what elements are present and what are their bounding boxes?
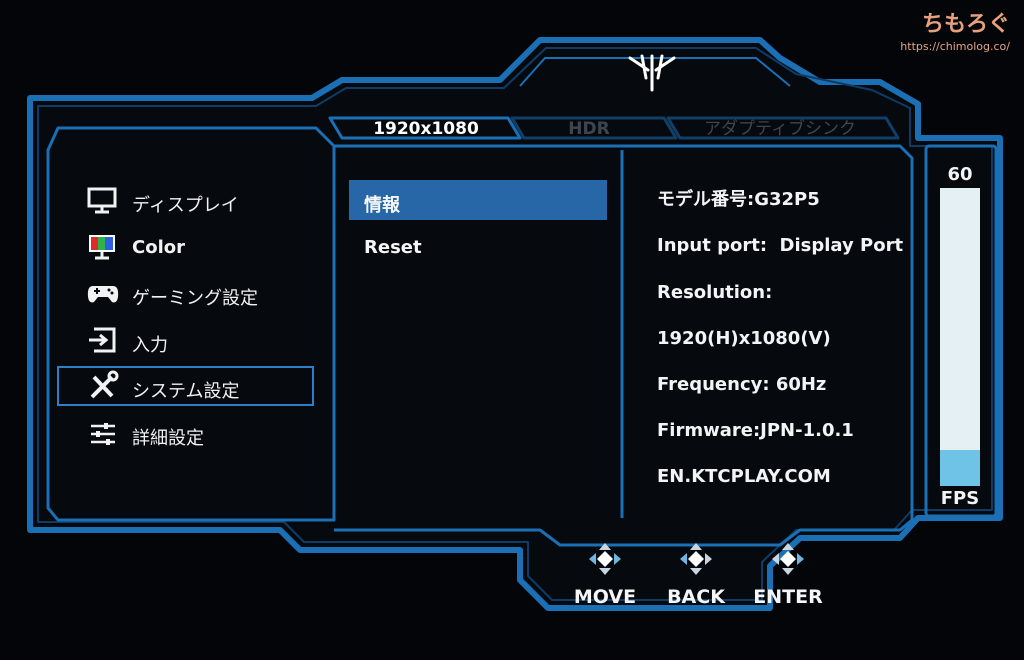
menu-label-input: 入力 <box>132 335 168 356</box>
info-firmware: Firmware:JPN-1.0.1 <box>657 420 854 441</box>
tools-icon <box>90 370 119 399</box>
info-resolution-label: Resolution: <box>657 282 773 303</box>
watermark: ちもろぐ https://chimolog.co/ <box>900 6 1010 53</box>
fps-value: 60 <box>947 164 973 185</box>
tab-resolution[interactable]: 1920x1080 <box>373 119 479 139</box>
dpad-move-icon <box>589 543 621 575</box>
fps-bar <box>940 188 980 486</box>
tab-adaptive-sync[interactable]: アダプティブシンク <box>704 119 856 139</box>
input-icon <box>89 327 116 353</box>
enter-label: ENTER <box>753 586 823 608</box>
fps-label: FPS <box>940 488 980 509</box>
move-label: MOVE <box>573 586 637 608</box>
logo-icon <box>628 54 676 92</box>
menu-item-input[interactable]: 入力 <box>86 320 316 360</box>
tab-hdr[interactable]: HDR <box>568 119 610 139</box>
fps-bar-fill <box>940 450 980 486</box>
sliders-icon <box>91 423 115 445</box>
menu-label-advanced: 詳細設定 <box>132 428 204 449</box>
color-monitor-icon <box>89 235 115 260</box>
monitor-icon <box>87 187 117 214</box>
menu-item-advanced[interactable]: 詳細設定 <box>86 413 316 453</box>
menu-label-color: Color <box>132 237 185 258</box>
menu-item-color[interactable]: Color <box>86 226 316 266</box>
submenu-item-info[interactable]: 情報 <box>349 180 607 220</box>
menu-label-gaming: ゲーミング設定 <box>132 288 258 309</box>
dpad-back-icon <box>680 543 712 575</box>
gamepad-icon <box>87 286 119 303</box>
info-website: EN.KTCPLAY.COM <box>657 466 831 487</box>
menu-label-system: システム設定 <box>132 381 240 402</box>
dpad-enter-icon <box>772 543 804 575</box>
submenu-label-info: 情報 <box>364 195 400 216</box>
info-model: モデル番号:G32P5 <box>657 189 820 210</box>
menu-label-display: ディスプレイ <box>132 195 239 216</box>
menu-item-display[interactable]: ディスプレイ <box>86 180 316 220</box>
info-frequency: Frequency: 60Hz <box>657 374 827 395</box>
submenu-item-reset[interactable]: Reset <box>349 226 607 266</box>
menu-item-gaming[interactable]: ゲーミング設定 <box>86 273 316 313</box>
back-label: BACK <box>667 586 725 608</box>
submenu-label-reset: Reset <box>364 237 422 258</box>
menu-item-system[interactable]: システム設定 <box>86 366 316 406</box>
info-input-port: Input port: Display Port <box>657 235 904 256</box>
watermark-text: ちもろぐ <box>921 12 1010 37</box>
menu-selection-highlight <box>57 366 314 406</box>
info-resolution-value: 1920(H)x1080(V) <box>657 328 831 349</box>
watermark-url: https://chimolog.co/ <box>900 40 1010 53</box>
